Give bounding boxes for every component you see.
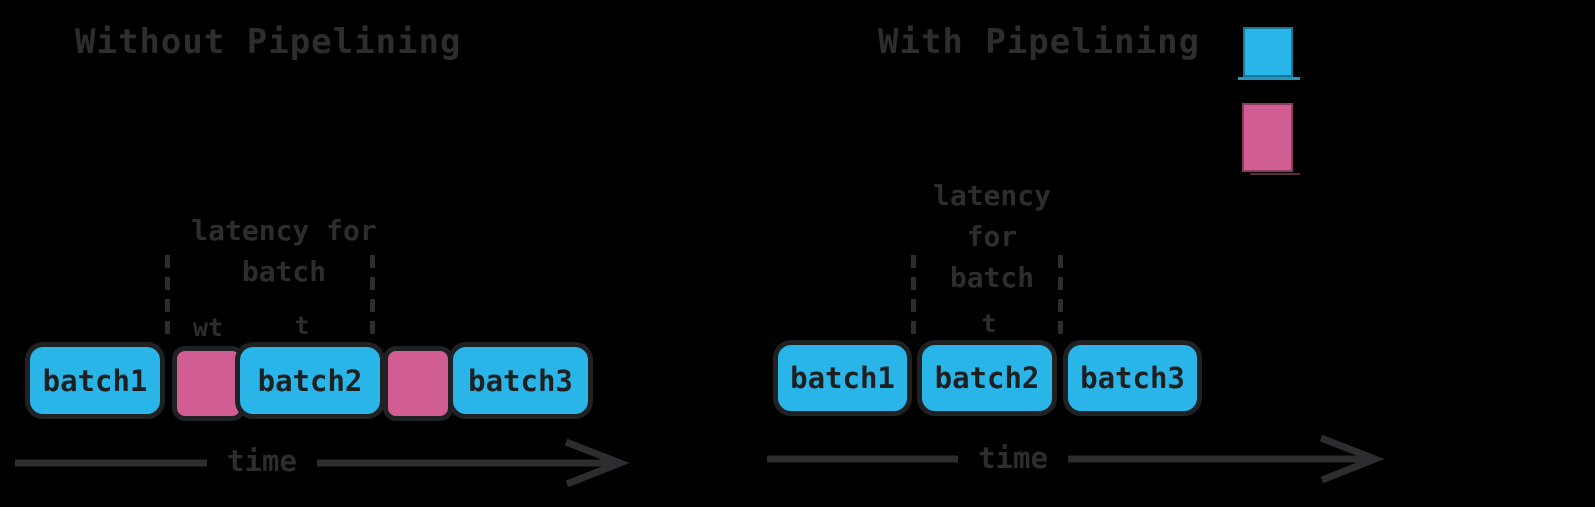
right-latency-label: latency for batch (842, 175, 1142, 298)
right-batch1-block: batch1 (773, 340, 912, 416)
left-batch3-block: batch3 (448, 342, 593, 419)
left-batch-time-label: t (294, 311, 310, 340)
legend-wait-swatch (1242, 103, 1293, 172)
left-batch2-label: batch2 (257, 363, 363, 398)
right-panel-title: With Pipelining (878, 22, 1201, 62)
left-latency-dash-end (370, 255, 375, 343)
right-latency-label-line2: for (966, 220, 1018, 253)
left-latency-label-line1: latency for (191, 214, 377, 247)
left-latency-label: latency for batch (134, 210, 434, 292)
left-time-axis-label: time (207, 444, 317, 478)
left-panel-title: Without Pipelining (75, 22, 462, 62)
legend-compute-underline (1238, 77, 1300, 80)
right-batch2-label: batch2 (934, 361, 1040, 395)
right-time-axis-arrow (767, 434, 1385, 484)
right-time-axis-label: time (958, 441, 1068, 475)
left-batch1-label: batch1 (42, 363, 148, 398)
left-batch2-block: batch2 (235, 342, 385, 419)
right-batch2-block: batch2 (917, 340, 1057, 416)
left-batch3-label: batch3 (468, 363, 573, 398)
left-latency-dash-start (165, 255, 170, 343)
left-time-axis-arrow (15, 438, 630, 488)
right-latency-label-line3: batch (949, 261, 1035, 294)
right-batch3-block: batch3 (1063, 340, 1202, 416)
right-latency-label-line1: latency (932, 179, 1051, 212)
right-batch-time-label: t (981, 309, 997, 338)
legend-wait-underline (1250, 173, 1300, 175)
left-latency-label-line2: batch (241, 255, 327, 288)
right-batch3-label: batch3 (1080, 361, 1185, 395)
right-latency-dash-end (1058, 255, 1063, 343)
right-latency-dash-start (911, 255, 916, 343)
left-wait-block-2 (383, 346, 453, 421)
left-batch1-block: batch1 (25, 342, 165, 419)
right-batch1-label: batch1 (790, 361, 895, 395)
left-wait-block-1 (172, 346, 245, 421)
left-wait-time-label: wt (192, 313, 224, 342)
legend-compute-swatch (1243, 27, 1293, 77)
